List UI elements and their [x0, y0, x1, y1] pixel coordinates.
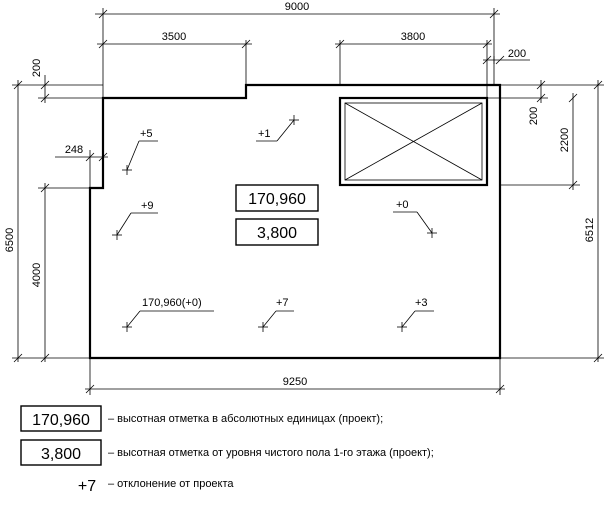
elevation-box-relative: 3,800 — [235, 218, 319, 246]
mark-label-base: 170,960(+0) — [142, 297, 202, 309]
legend-absolute-item: 170,960 – высотная отметка в абсолютных … — [20, 405, 383, 432]
dim-left-total: 6500 — [4, 228, 16, 252]
top-dimension-lines — [95, 8, 530, 98]
mark-label-plus5: +5 — [140, 128, 153, 140]
floor-outline — [88, 83, 502, 360]
survey-mark-plus7: +7 — [258, 297, 294, 332]
dim-right-total: 6512 — [584, 218, 596, 242]
survey-mark-base: 170,960(+0) — [122, 297, 214, 332]
dim-left-top-small: 200 — [31, 59, 43, 77]
legend-relative-text: – высотная отметка от уровня чистого пол… — [108, 447, 434, 459]
mark-label-plus7: +7 — [276, 297, 289, 309]
mark-label-plus1: +1 — [258, 128, 271, 140]
survey-mark-plus0: +0 — [393, 199, 437, 238]
dim-left-notch: 248 — [65, 144, 83, 156]
mark-label-plus3: +3 — [415, 297, 428, 309]
dim-top-left: 3500 — [162, 31, 186, 43]
dim-top-right: 3800 — [401, 31, 425, 43]
legend-absolute-text: – высотная отметка в абсолютных единицах… — [108, 413, 383, 425]
opening-crossed-rect — [338, 96, 489, 187]
elevation-relative-value: 3,800 — [257, 225, 297, 242]
dim-right-small: 200 — [528, 107, 540, 125]
dim-top-right-small: 200 — [508, 48, 526, 60]
legend-deviation-value: +7 — [78, 478, 96, 495]
legend-deviation-text: – отклонение от проекта — [108, 478, 234, 490]
survey-mark-plus1: +1 — [256, 115, 299, 142]
right-dimension-lines — [487, 80, 604, 363]
legend-absolute-value: 170,960 — [32, 412, 90, 429]
left-dimension-lines — [12, 75, 108, 363]
survey-mark-plus5: +5 — [122, 128, 158, 175]
legend-relative-value: 3,800 — [41, 446, 81, 463]
survey-mark-plus9: +9 — [112, 200, 158, 240]
dim-left-lower: 4000 — [31, 263, 43, 287]
mark-label-plus9: +9 — [141, 200, 154, 212]
legend: 170,960 – высотная отметка в абсолютных … — [20, 405, 434, 495]
dim-bottom-total: 9250 — [283, 376, 307, 388]
survey-mark-plus3: +3 — [397, 297, 434, 332]
elevation-absolute-value: 170,960 — [248, 191, 306, 208]
elevation-box-absolute: 170,960 — [235, 184, 319, 212]
dim-top-total: 9000 — [285, 1, 309, 13]
legend-relative-item: 3,800 – высотная отметка от уровня чисто… — [20, 439, 434, 466]
dim-right-mid: 2200 — [559, 128, 571, 152]
legend-deviation-item: +7 – отклонение от проекта — [78, 478, 235, 495]
bottom-dimension-lines — [85, 358, 505, 395]
mark-label-plus0: +0 — [396, 199, 409, 211]
